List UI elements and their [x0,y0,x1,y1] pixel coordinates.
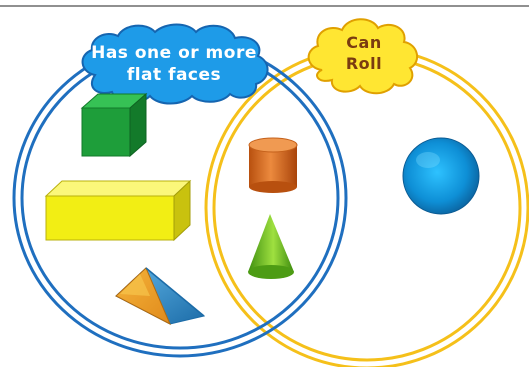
cylinder-shape [248,137,298,193]
right-set-label-line2: Roll [346,54,382,73]
left-set-label-cloud: Has one or more flat faces [81,23,269,105]
right-set-label-line1: Can [346,33,381,52]
sphere-shape [402,137,480,215]
cube-shape [80,92,148,158]
right-cloud-shape [307,18,419,95]
rectangular-prism-shape [44,179,192,242]
left-cloud-shape [81,23,269,105]
right-set-ring [204,46,529,367]
cone-shape [248,214,294,279]
left-set-label-line1: Has one or more [91,43,257,63]
right-set-inner-ring [212,54,522,362]
right-set-label-cloud: Can Roll [307,18,419,95]
triangular-prism-shape [115,267,206,326]
left-set-label-line2: flat faces [127,65,221,85]
right-set-outer-ring [204,46,529,367]
